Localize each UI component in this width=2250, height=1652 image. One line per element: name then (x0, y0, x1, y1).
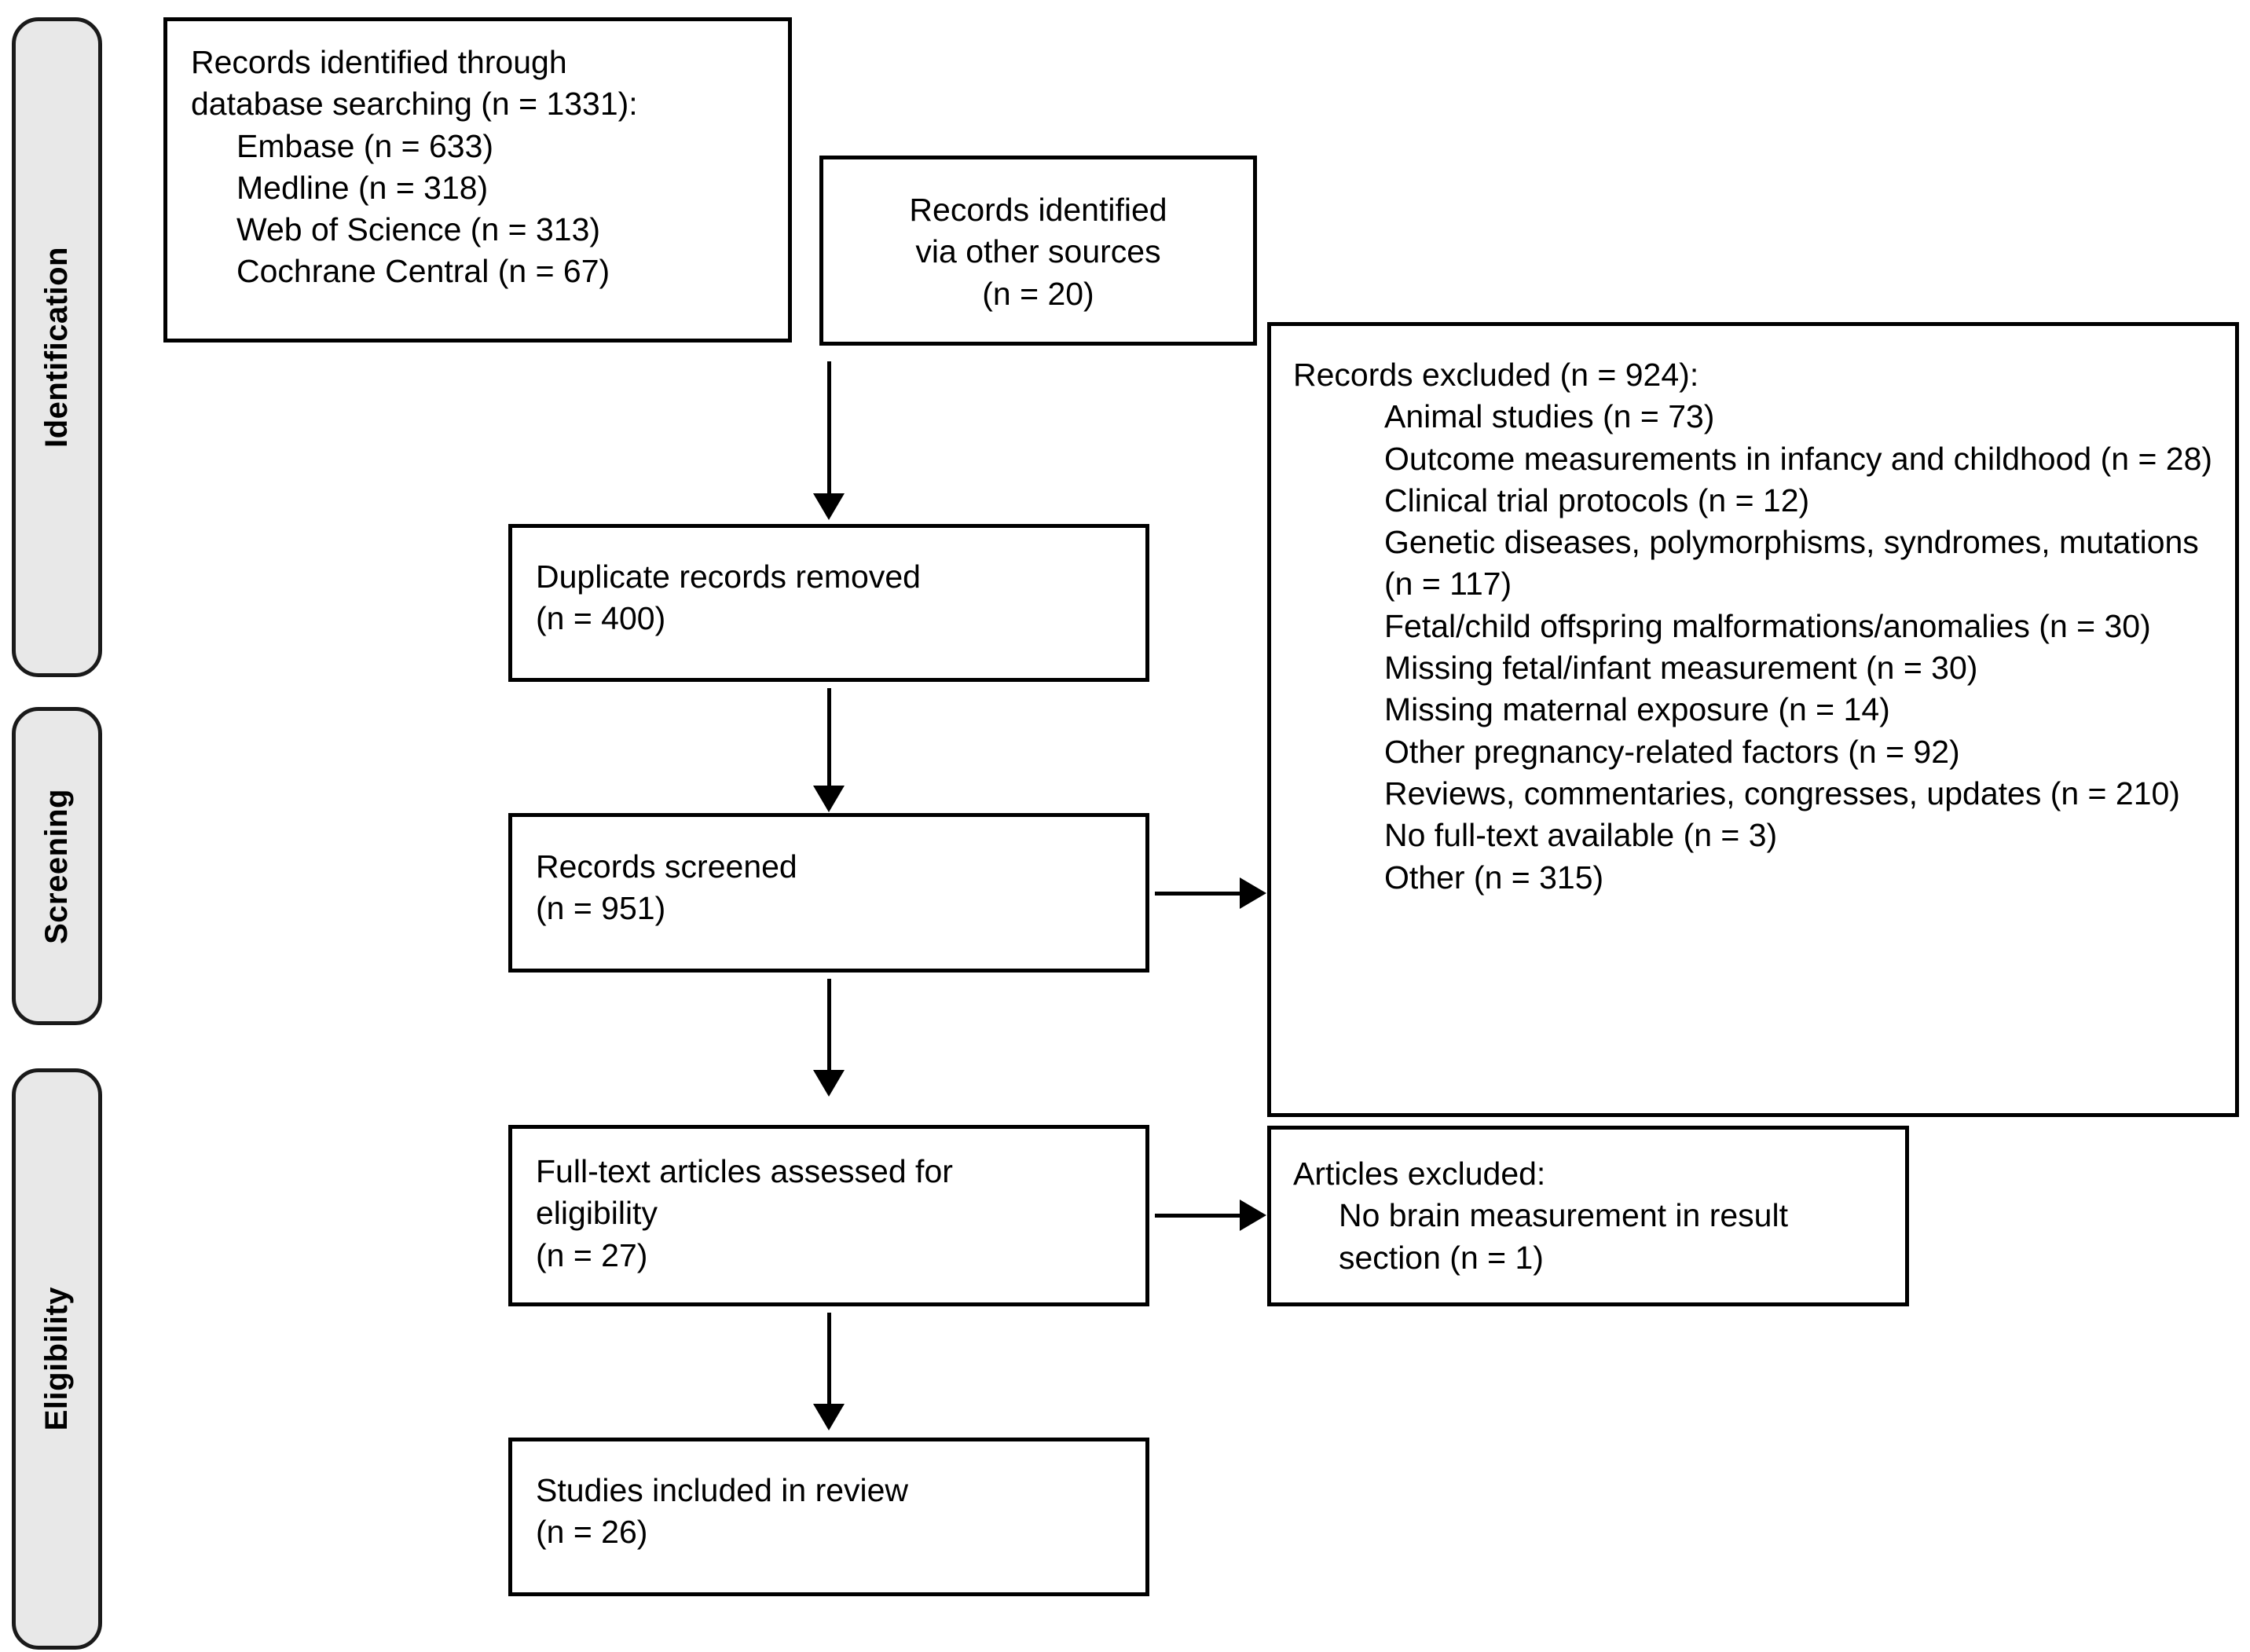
phase-screening: Screening (12, 707, 102, 1025)
node-duplicate-records-removed: Duplicate records removed (n = 400) (508, 524, 1149, 682)
node-records-identified-other-sources: Records identified via other sources (n … (819, 156, 1257, 346)
node-studies-included: Studies included in review (n = 26) (508, 1438, 1149, 1596)
excluded-reason-animal: Animal studies (n = 73) (1384, 398, 1715, 435)
excluded-header: Records excluded (n = 924): (1293, 357, 1699, 393)
db-line-1: Records identified through (191, 44, 567, 80)
fulltext-line-3: (n = 27) (536, 1236, 648, 1273)
db-line-cochrane: Cochrane Central (n = 67) (236, 253, 610, 290)
connector-screened-to-excluded (1155, 892, 1241, 896)
articles-excluded-reason-1: No brain measurement in result section (… (1339, 1197, 1797, 1276)
arrowhead-identification-to-duplicates (813, 493, 845, 520)
db-line-2: database searching (n = 1331): (191, 86, 638, 123)
phase-screening-label: Screening (39, 788, 74, 944)
connector-duplicates-to-screened (827, 688, 831, 789)
node-fulltext-assessed: Full-text articles assessed for eligibil… (508, 1125, 1149, 1306)
other-line-3: (n = 20) (982, 275, 1094, 312)
connector-identification-to-duplicates (827, 361, 831, 495)
excluded-reason-other: Other (n = 315) (1384, 859, 1604, 896)
other-line-1: Records identified (909, 192, 1167, 228)
db-line-wos: Web of Science (n = 313) (236, 211, 601, 248)
excluded-reason-missing-fetal: Missing fetal/infant measurement (n = 30… (1384, 650, 1978, 687)
other-line-2: via other sources (915, 233, 1161, 270)
excluded-reason-other-pregnancy: Other pregnancy-related factors (n = 92) (1384, 733, 1960, 770)
dup-line-1: Duplicate records removed (536, 559, 921, 595)
arrowhead-screened-to-excluded (1240, 877, 1266, 909)
connector-screened-to-fulltext (827, 979, 831, 1073)
included-line-2: (n = 26) (536, 1514, 648, 1551)
excluded-reason-missing-maternal: Missing maternal exposure (n = 14) (1384, 691, 1890, 728)
node-articles-excluded: Articles excluded: No brain measurement … (1267, 1126, 1909, 1306)
dup-line-2: (n = 400) (536, 600, 666, 637)
arrowhead-fulltext-to-included (813, 1404, 845, 1430)
screened-line-1: Records screened (536, 848, 797, 885)
excluded-reason-malformations: Fetal/child offspring malformations/anom… (1384, 607, 2151, 644)
excluded-reason-outcome-infancy: Outcome measurements in infancy and chil… (1384, 440, 2213, 477)
excluded-reason-no-fulltext: No full-text available (n = 3) (1384, 817, 1778, 854)
excluded-reason-reviews: Reviews, commentaries, congresses, updat… (1384, 775, 2180, 811)
included-line-1: Studies included in review (536, 1472, 909, 1508)
excluded-reason-protocols: Clinical trial protocols (n = 12) (1384, 482, 1810, 518)
arrowhead-duplicates-to-screened (813, 786, 845, 812)
articles-excluded-header: Articles excluded: (1293, 1156, 1546, 1192)
node-records-identified-database: Records identified through database sear… (163, 17, 792, 342)
screened-line-2: (n = 951) (536, 890, 666, 927)
excluded-reason-genetic: Genetic diseases, polymorphisms, syndrom… (1384, 524, 2208, 603)
db-line-medline: Medline (n = 318) (236, 169, 489, 206)
arrowhead-screened-to-fulltext (813, 1070, 845, 1097)
phase-eligibility-label: Eligibility (39, 1287, 74, 1431)
connector-fulltext-to-included (827, 1313, 831, 1407)
phase-identification: Identification (12, 17, 102, 677)
node-records-excluded: Records excluded (n = 924): Animal studi… (1267, 322, 2239, 1117)
node-records-screened: Records screened (n = 951) (508, 813, 1149, 973)
phase-identification-label: Identification (39, 247, 74, 448)
arrowhead-fulltext-to-articles-excluded (1240, 1200, 1266, 1231)
fulltext-line-1: Full-text articles assessed for (536, 1153, 953, 1189)
phase-eligibility: Eligibility (12, 1068, 102, 1650)
fulltext-line-2: eligibility (536, 1195, 658, 1232)
db-line-embase: Embase (n = 633) (236, 127, 494, 164)
connector-fulltext-to-articles-excluded (1155, 1214, 1241, 1218)
